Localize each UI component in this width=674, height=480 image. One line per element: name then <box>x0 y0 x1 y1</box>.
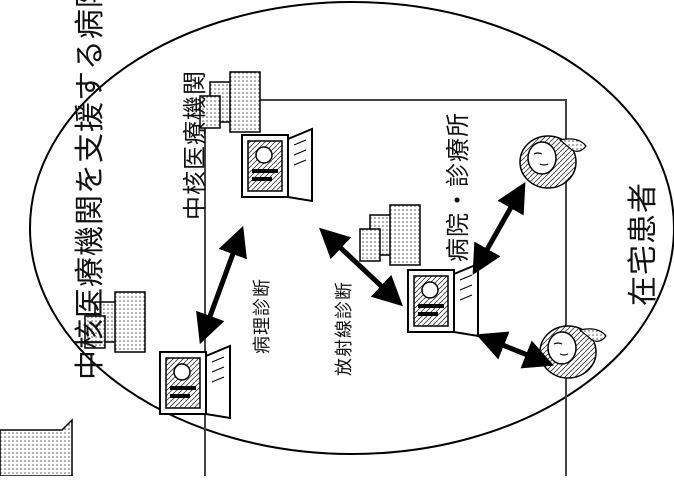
pathology-diagnosis-label: 病理診断 <box>248 278 274 354</box>
hospital-clinic-label: 病院・診療所 <box>438 112 473 262</box>
computer-terminal-icon-core <box>242 129 312 201</box>
computer-terminal-icon-clinic <box>408 264 478 336</box>
support-hospital-boundary <box>30 2 674 454</box>
small-box-icon <box>0 420 72 476</box>
computer-terminal-icon-support <box>160 346 230 418</box>
home-patient-label: 在宅患者 <box>618 182 662 306</box>
support-hospital-label: 中核医療機関を支援する病院 <box>65 0 109 380</box>
building-icon-hospital-clinic <box>360 205 420 265</box>
patient-icon-lower <box>540 326 606 378</box>
core-institution-label: 中核医療機関 <box>175 70 210 220</box>
patient-icon-upper <box>520 136 586 188</box>
radiology-diagnosis-label: 放射線診断 <box>330 281 356 376</box>
